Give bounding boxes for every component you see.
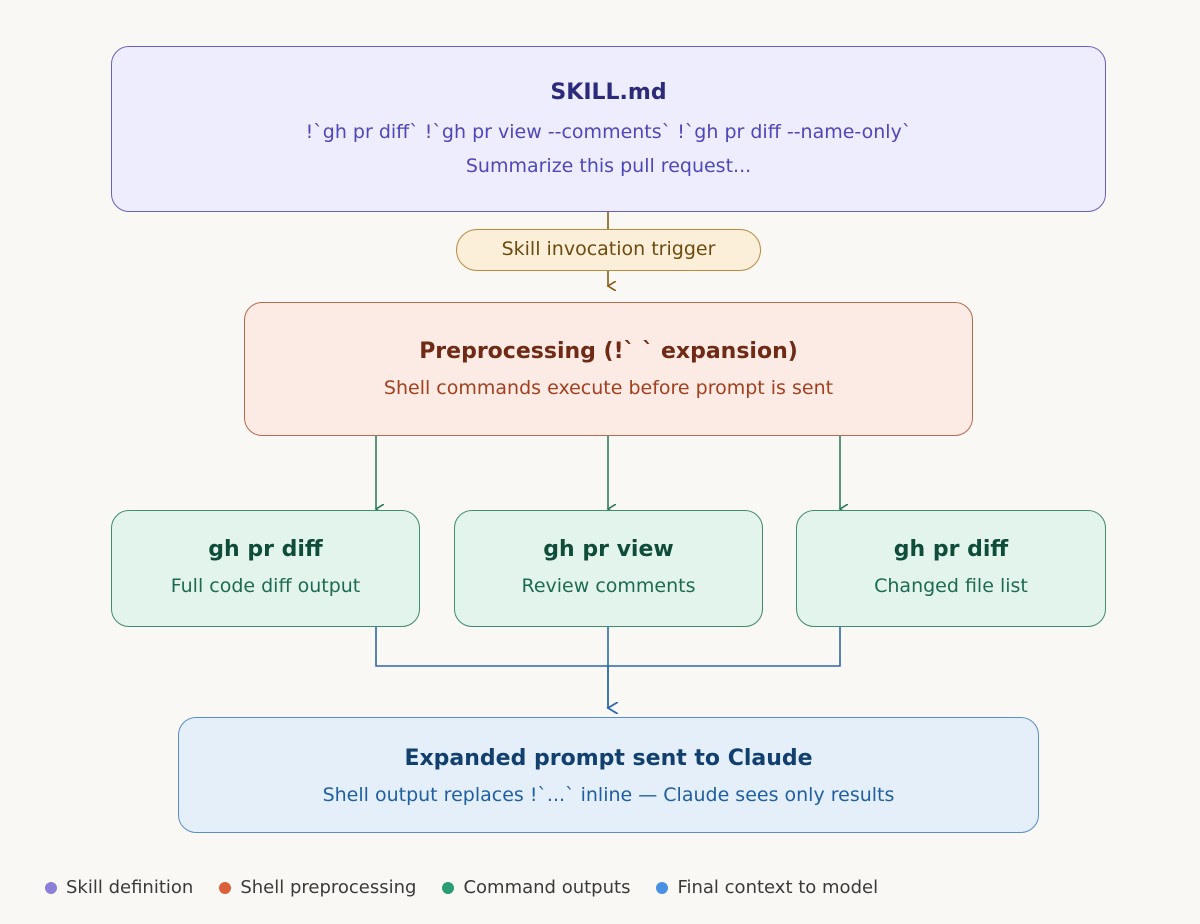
legend-label: Skill definition <box>66 877 194 898</box>
skill-title: SKILL.md <box>550 80 667 105</box>
legend-label: Final context to model <box>677 877 879 898</box>
command-title: gh pr diff <box>893 537 1009 562</box>
skill-instruction-line: Summarize this pull request... <box>465 155 752 177</box>
command-title: gh pr diff <box>208 537 323 562</box>
command-box-diff: gh pr diff Full code diff output <box>111 510 420 627</box>
legend-item-skill: Skill definition <box>45 877 193 898</box>
final-subtitle: Shell output replaces !`...` inline — Cl… <box>322 784 895 806</box>
legend: Skill definition Shell preprocessing Com… <box>45 877 904 898</box>
command-subtitle: Changed file list <box>874 575 1028 597</box>
legend-dot-icon <box>656 881 669 894</box>
skill-commands-line: !`gh pr diff` !`gh pr view --comments` !… <box>305 121 912 143</box>
command-box-view: gh pr view Review comments <box>454 510 763 627</box>
preprocessing-box: Preprocessing (!` ` expansion) Shell com… <box>244 302 973 436</box>
final-title: Expanded prompt sent to Claude <box>404 746 813 771</box>
trigger-pill: Skill invocation trigger <box>456 229 761 271</box>
legend-dot-icon <box>219 881 232 894</box>
skill-definition-box: SKILL.md !`gh pr diff` !`gh pr view --co… <box>111 46 1106 212</box>
legend-item-commands: Command outputs <box>442 877 630 898</box>
command-subtitle: Full code diff output <box>170 575 361 597</box>
legend-dot-icon <box>442 881 455 894</box>
legend-label: Command outputs <box>463 877 631 898</box>
legend-item-shell: Shell preprocessing <box>219 877 416 898</box>
preprocessing-subtitle: Shell commands execute before prompt is … <box>383 377 834 399</box>
final-prompt-box: Expanded prompt sent to Claude Shell out… <box>178 717 1039 833</box>
command-subtitle: Review comments <box>521 575 696 597</box>
legend-item-final: Final context to model <box>656 877 878 898</box>
command-box-name-only: gh pr diff Changed file list <box>796 510 1106 627</box>
legend-dot-icon <box>45 881 57 894</box>
preprocessing-title: Preprocessing (!` ` expansion) <box>419 339 798 364</box>
legend-label: Shell preprocessing <box>240 877 417 898</box>
command-title: gh pr view <box>543 537 674 562</box>
